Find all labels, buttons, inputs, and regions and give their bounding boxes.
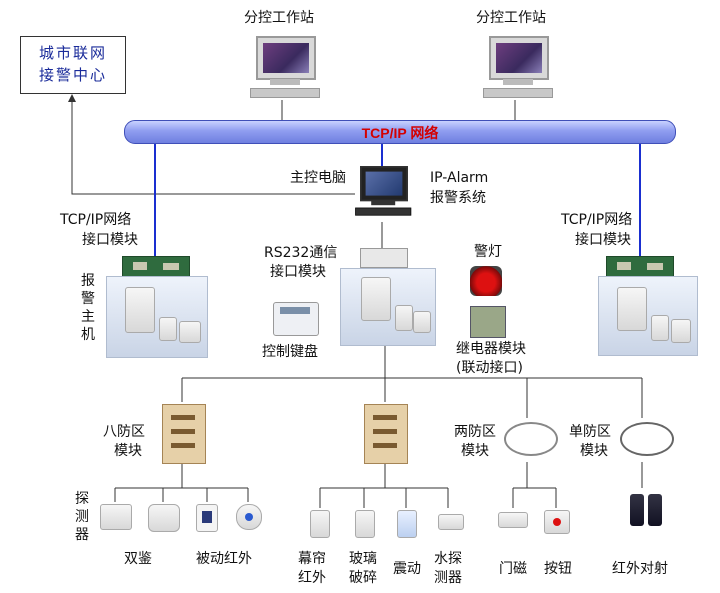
left-tcp-module-label-1: TCP/IP网络 [60, 212, 132, 228]
dual-tech-label: 双鉴 [124, 551, 152, 567]
curtain-label-1: 幕帘 [298, 551, 326, 567]
workstation-2-label: 分控工作站 [476, 10, 546, 26]
arrow-up-icon [68, 94, 76, 102]
host-vertical-label: 报警主机 [81, 273, 95, 343]
ir-beam-label: 红外对射 [612, 561, 668, 577]
main-alarm-host-icon [340, 268, 436, 346]
relay-module-icon [470, 306, 506, 338]
relay-label-1: 继电器模块 [456, 341, 526, 357]
right-tcp-module-label-1: TCP/IP网络 [561, 212, 633, 228]
bus-label: TCP/IP 网络 [361, 125, 439, 141]
water-label-1: 水探 [434, 551, 462, 567]
panic-button-icon [544, 510, 570, 534]
glass-label-1: 玻璃 [349, 551, 377, 567]
right-tcp-module-board-icon [606, 256, 674, 278]
pir-detector-1-icon [196, 504, 218, 532]
alarm-forward-line [71, 100, 355, 195]
eight-zone-module-1-icon [162, 404, 206, 464]
two-zone-label-2: 模块 [461, 443, 489, 459]
right-alarm-host-icon [598, 276, 698, 356]
pir-label: 被动红外 [196, 551, 252, 567]
center-line1: 城市联网 [38, 44, 107, 62]
relay-label-2: (联动接口) [456, 360, 523, 376]
center-line2: 接警中心 [38, 66, 107, 84]
left-tcp-module-board-icon [122, 256, 190, 278]
warning-light-icon [470, 266, 502, 296]
shock-detector-icon [397, 510, 417, 538]
rs232-module-icon [360, 248, 408, 268]
dual-tech-detector-2-icon [148, 504, 180, 532]
two-zone-label-1: 两防区 [454, 424, 496, 440]
ir-beam-transmitter-icon [630, 494, 644, 526]
control-keypad-icon [273, 302, 319, 336]
glass-label-2: 破碎 [349, 570, 377, 586]
eight-zone-module-2-icon [364, 404, 408, 464]
pir-detector-2-icon [236, 504, 262, 530]
door-contact-label: 门磁 [499, 561, 527, 577]
button-label: 按钮 [544, 561, 572, 577]
rs232-label-2: 接口模块 [270, 264, 326, 280]
warning-light-label: 警灯 [474, 244, 502, 260]
ip-alarm-label: IP-Alarm [430, 170, 489, 186]
ir-beam-receiver-icon [648, 494, 662, 526]
workstation-1-label: 分控工作站 [244, 10, 314, 26]
shock-label: 震动 [393, 561, 421, 577]
rs232-label-1: RS232通信 [264, 245, 338, 261]
keypad-label: 控制键盘 [262, 344, 318, 360]
glass-break-detector-icon [355, 510, 375, 538]
eight-zone-label-2: 模块 [114, 443, 142, 459]
alarm-system-label: 报警系统 [430, 190, 486, 206]
door-contact-icon [498, 512, 528, 528]
eight-zone-label-1: 八防区 [103, 424, 145, 440]
curtain-label-2: 红外 [298, 570, 326, 586]
water-detector-icon [438, 514, 464, 530]
water-label-2: 测器 [434, 570, 462, 586]
left-alarm-host-icon [106, 276, 208, 358]
dual-tech-detector-1-icon [100, 504, 132, 530]
left-tcp-module-label-2: 接口模块 [82, 232, 138, 248]
right-tcp-module-label-2: 接口模块 [575, 232, 631, 248]
two-zone-module-icon [504, 422, 558, 456]
single-zone-label-1: 单防区 [569, 424, 611, 440]
alarm-center-box: 城市联网 接警中心 [20, 36, 126, 94]
detector-vertical-label: 探测器 [75, 491, 89, 543]
main-pc-label: 主控电脑 [290, 170, 346, 186]
single-zone-module-icon [620, 422, 674, 456]
tcpip-network-bus: TCP/IP 网络 [124, 120, 676, 144]
curtain-ir-detector-icon [310, 510, 330, 538]
single-zone-label-2: 模块 [580, 443, 608, 459]
